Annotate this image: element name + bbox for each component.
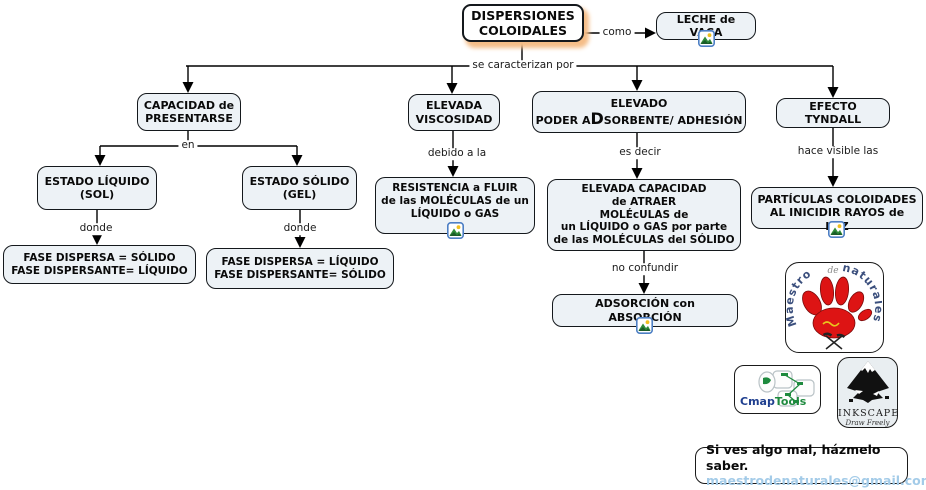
poder-big-d: D	[590, 108, 604, 128]
poder-post: SORBENTE/ ADHESIÓN	[603, 113, 743, 127]
node-estado-solido-gel[interactable]: ESTADO SÓLIDO (GEL)	[242, 166, 357, 210]
image-resource-icon[interactable]	[698, 30, 715, 47]
inkscape-logo[interactable]: INKSCAPE Draw Freely	[837, 357, 898, 428]
link-label-no-confundir: no confundir	[608, 263, 682, 275]
feedback-email[interactable]: maestrodenaturales@gmail.com	[706, 473, 926, 489]
paw-print-icon: Maestro de naturales	[786, 263, 883, 350]
node-fase-dispersa-liquido[interactable]: FASE DISPERSA = LÍQUIDO FASE DISPERSANTE…	[206, 248, 394, 289]
node-elevada-viscosidad[interactable]: ELEVADA VISCOSIDAD	[408, 94, 500, 131]
node-capacidad-de-presentarse[interactable]: CAPACIDAD de PRESENTARSE	[137, 93, 241, 131]
link-label-en: en	[178, 140, 198, 152]
node-elevado-poder-adsorbente[interactable]: ELEVADO PODER ADSORBENTE/ ADHESIÓN	[532, 91, 746, 133]
link-label-se-caracterizan: se caracterizan por	[469, 60, 577, 72]
node-elevada-capacidad-atraer[interactable]: ELEVADA CAPACIDAD de ATRAER MOLÉcULAS de…	[547, 179, 741, 251]
inkscape-tagline: Draw Freely	[845, 419, 890, 427]
feedback-message: Si ves algo mal, házmelo saber.	[706, 442, 881, 473]
link-label-donde-left: donde	[76, 223, 116, 235]
poder-line1: ELEVADO	[610, 97, 668, 111]
maestro-de-naturales-logo[interactable]: Maestro de naturales	[785, 262, 884, 353]
poder-pre: PODER A	[535, 113, 591, 127]
feedback-note: Si ves algo mal, házmelo saber. maestrod…	[695, 442, 926, 488]
link-label-debido: debido a la	[424, 148, 490, 160]
link-label-como: como	[599, 27, 635, 39]
node-dispersiones-coloidales[interactable]: DISPERSIONES COLOIDALES	[462, 4, 584, 42]
image-resource-icon[interactable]	[828, 221, 845, 238]
image-resource-icon[interactable]	[447, 222, 464, 239]
svg-text:CmapTools: CmapTools	[740, 395, 807, 408]
inkscape-name: INKSCAPE	[838, 408, 898, 419]
link-label-hace-visible: hace visible las	[794, 146, 882, 158]
cmaptools-text-tools: Tools	[775, 395, 807, 408]
crossed-hammers-icon	[822, 332, 846, 350]
image-resource-icon[interactable]	[636, 317, 653, 334]
inkscape-mountain-icon	[846, 361, 889, 403]
node-efecto-tyndall[interactable]: EFECTO TYNDALL	[776, 98, 890, 128]
link-label-es-decir: es decir	[616, 147, 664, 159]
node-estado-liquido-sol[interactable]: ESTADO LÍQUIDO (SOL)	[37, 166, 157, 210]
node-fase-dispersa-solido[interactable]: FASE DISPERSA = SÓLIDO FASE DISPERSANTE=…	[3, 245, 196, 284]
poder-line2: PODER ADSORBENTE/ ADHESIÓN	[535, 108, 743, 128]
arc-text-de: de	[827, 266, 838, 276]
link-label-donde-right: donde	[280, 223, 320, 235]
cmaptools-text-cmap: Cmap	[740, 395, 775, 408]
cmaptools-logo[interactable]: CmapTools	[734, 365, 821, 414]
